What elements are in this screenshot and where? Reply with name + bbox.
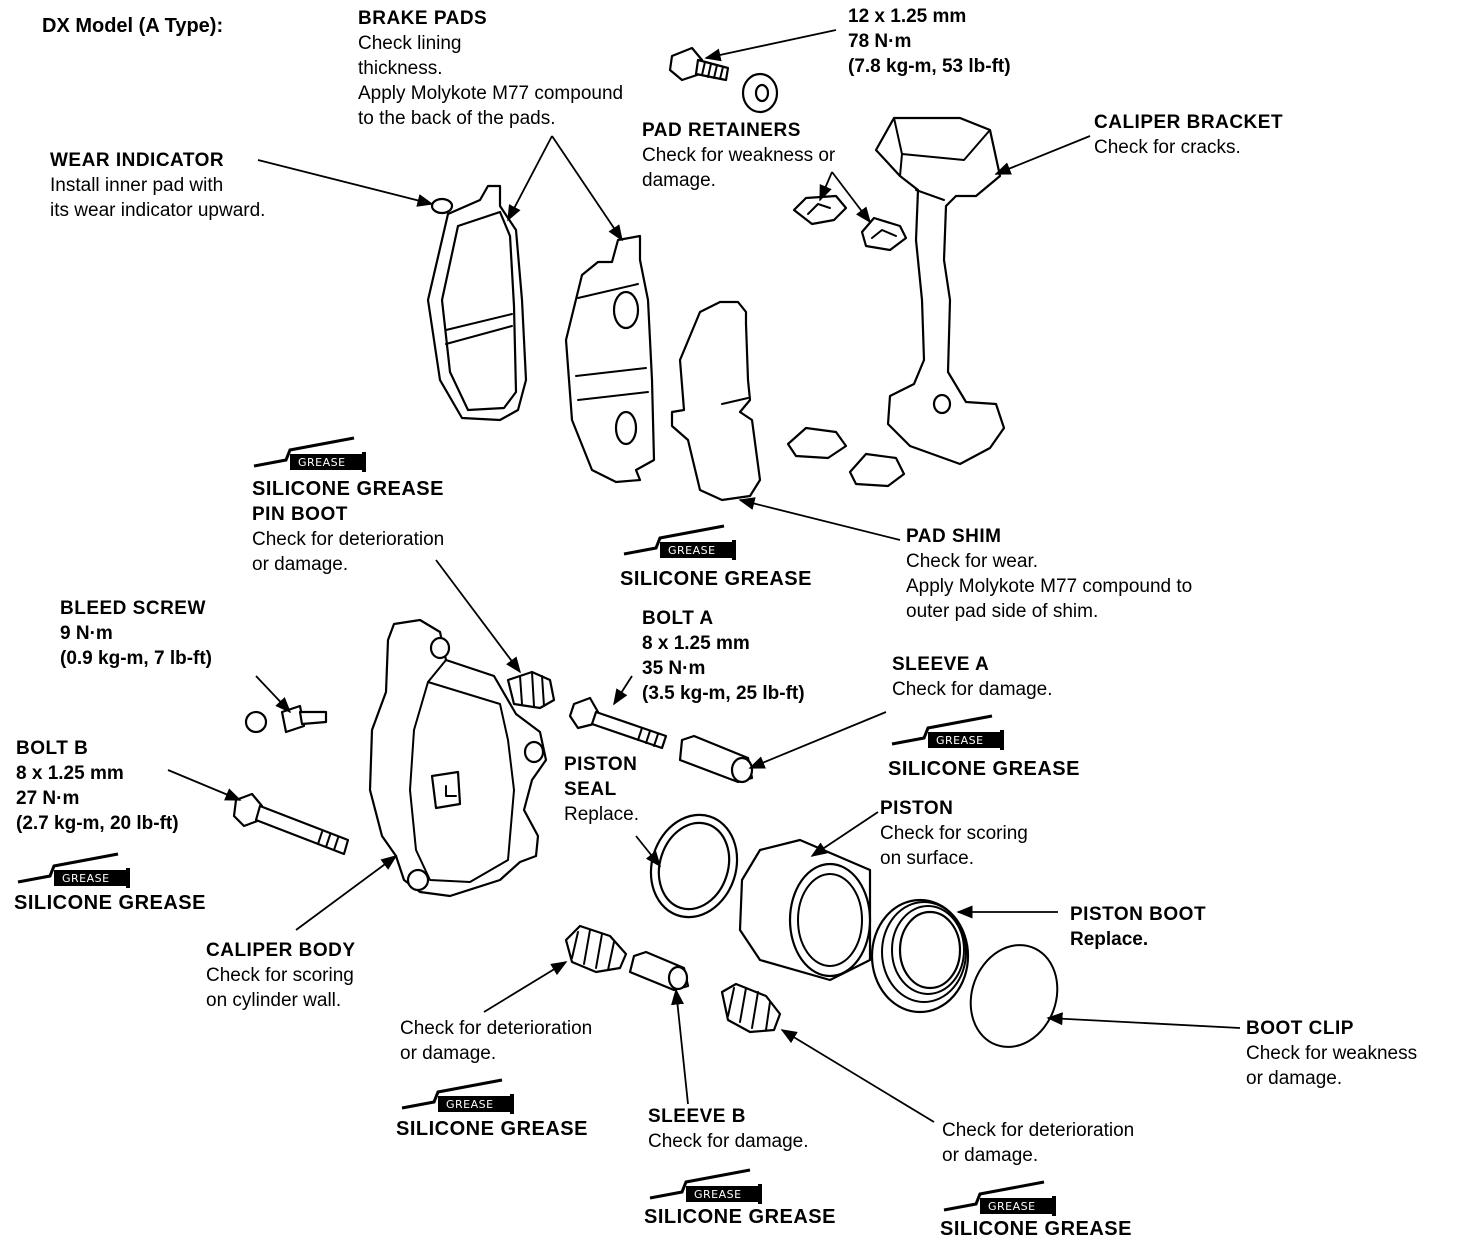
bolt-b-label: BOLT B 8 x 1.25 mm 27 N·m (2.7 kg-m, 20 … xyxy=(16,738,179,834)
lower-pin-boot-right xyxy=(720,982,782,1034)
bracket-bolt xyxy=(668,46,730,82)
bracket-bolt-washer xyxy=(741,72,779,114)
grease-tag: GREASE xyxy=(988,1200,1036,1213)
lower-right-boot-label: Check for deterioration or damage. xyxy=(942,1120,1135,1166)
caliper-body-label: CALIPER BODY Check for scoring on cylind… xyxy=(206,940,356,1011)
silicone-grease-label: SILICONE GREASE xyxy=(644,1206,836,1228)
grease-gun-icon: GREASE xyxy=(649,1168,762,1204)
pin-boot xyxy=(506,670,556,710)
caliper-body xyxy=(368,618,548,898)
grease-gun-icon: GREASE xyxy=(891,714,1004,750)
piston xyxy=(738,838,872,982)
wear-indicator-label: WEAR INDICATOR Install inner pad with it… xyxy=(50,150,266,221)
caliper-bracket xyxy=(874,116,1006,466)
piston-seal xyxy=(649,813,739,919)
silicone-grease-label: SILICONE GREASE xyxy=(396,1118,588,1140)
bolt-a xyxy=(568,696,668,750)
grease-gun-icon: GREASE xyxy=(401,1078,514,1114)
outer-brake-pad xyxy=(564,234,656,484)
silicone-grease-label: SILICONE GREASE xyxy=(940,1218,1132,1240)
leader-lines xyxy=(167,29,1241,1123)
silicone-grease-label: SILICONE GREASE xyxy=(620,568,812,590)
grease-gun-icon: GREASE xyxy=(623,524,736,560)
bolt-b xyxy=(232,792,350,856)
bleed-screw-label: BLEED SCREW 9 N·m (0.9 kg-m, 7 lb-ft) xyxy=(60,598,213,669)
bolt-a-label: BOLT A 8 x 1.25 mm 35 N·m (3.5 kg-m, 25 … xyxy=(642,608,805,704)
sleeve-a-label: SLEEVE A Check for damage. xyxy=(892,654,1053,700)
pad-shim-label: PAD SHIM Check for wear. Apply Molykote … xyxy=(906,526,1193,622)
bleed-screw xyxy=(244,704,328,734)
boot-clip xyxy=(969,944,1059,1048)
pad-retainers-label: PAD RETAINERS Check for weakness or dama… xyxy=(642,120,836,191)
caliper-bracket-label: CALIPER BRACKET Check for cracks. xyxy=(1094,112,1284,158)
silicone-grease-label: SILICONE GREASE xyxy=(14,892,206,914)
diagram-title: DX Model (A Type): xyxy=(42,15,224,37)
upper-pad-retainers xyxy=(792,194,908,252)
boot-clip-label: BOOT CLIP Check for weakness or damage. xyxy=(1246,1018,1418,1089)
piston-boot xyxy=(870,898,970,1014)
sleeve-b-label: SLEEVE B Check for damage. xyxy=(648,1106,809,1152)
pin-boot-label: PIN BOOT Check for deterioration or dama… xyxy=(252,504,445,575)
grease-tag: GREASE xyxy=(62,872,110,885)
grease-tag: GREASE xyxy=(936,734,984,747)
pad-shim xyxy=(670,300,762,502)
grease-tag: GREASE xyxy=(446,1098,494,1111)
silicone-grease-label: SILICONE GREASE xyxy=(252,478,444,500)
bracket-bolt-torque-label: 12 x 1.25 mm 78 N·m (7.8 kg-m, 53 lb-ft) xyxy=(848,6,1011,77)
piston-boot-label: PISTON BOOT Replace. xyxy=(1070,904,1207,950)
sleeve-b xyxy=(628,950,690,992)
piston-label: PISTON Check for scoring on surface. xyxy=(880,798,1028,869)
lower-left-boot-label: Check for deterioration or damage. xyxy=(400,1018,593,1064)
grease-tag: GREASE xyxy=(298,456,346,469)
inner-brake-pad xyxy=(426,184,528,422)
sleeve-a xyxy=(678,734,754,784)
brake-pads-label: BRAKE PADS Check lining thickness. Apply… xyxy=(358,8,624,129)
piston-seal-label: PISTON SEAL Replace. xyxy=(564,754,639,825)
grease-gun-icon: GREASE xyxy=(253,436,366,472)
grease-tag: GREASE xyxy=(694,1188,742,1201)
grease-gun-icon: GREASE xyxy=(17,852,130,888)
lower-pad-retainers xyxy=(786,426,906,488)
lower-pin-boot-left xyxy=(564,924,628,974)
grease-tag: GREASE xyxy=(668,544,716,557)
silicone-grease-label: SILICONE GREASE xyxy=(888,758,1080,780)
wear-indicator-tab xyxy=(430,197,454,215)
grease-gun-icon: GREASE xyxy=(943,1180,1056,1216)
